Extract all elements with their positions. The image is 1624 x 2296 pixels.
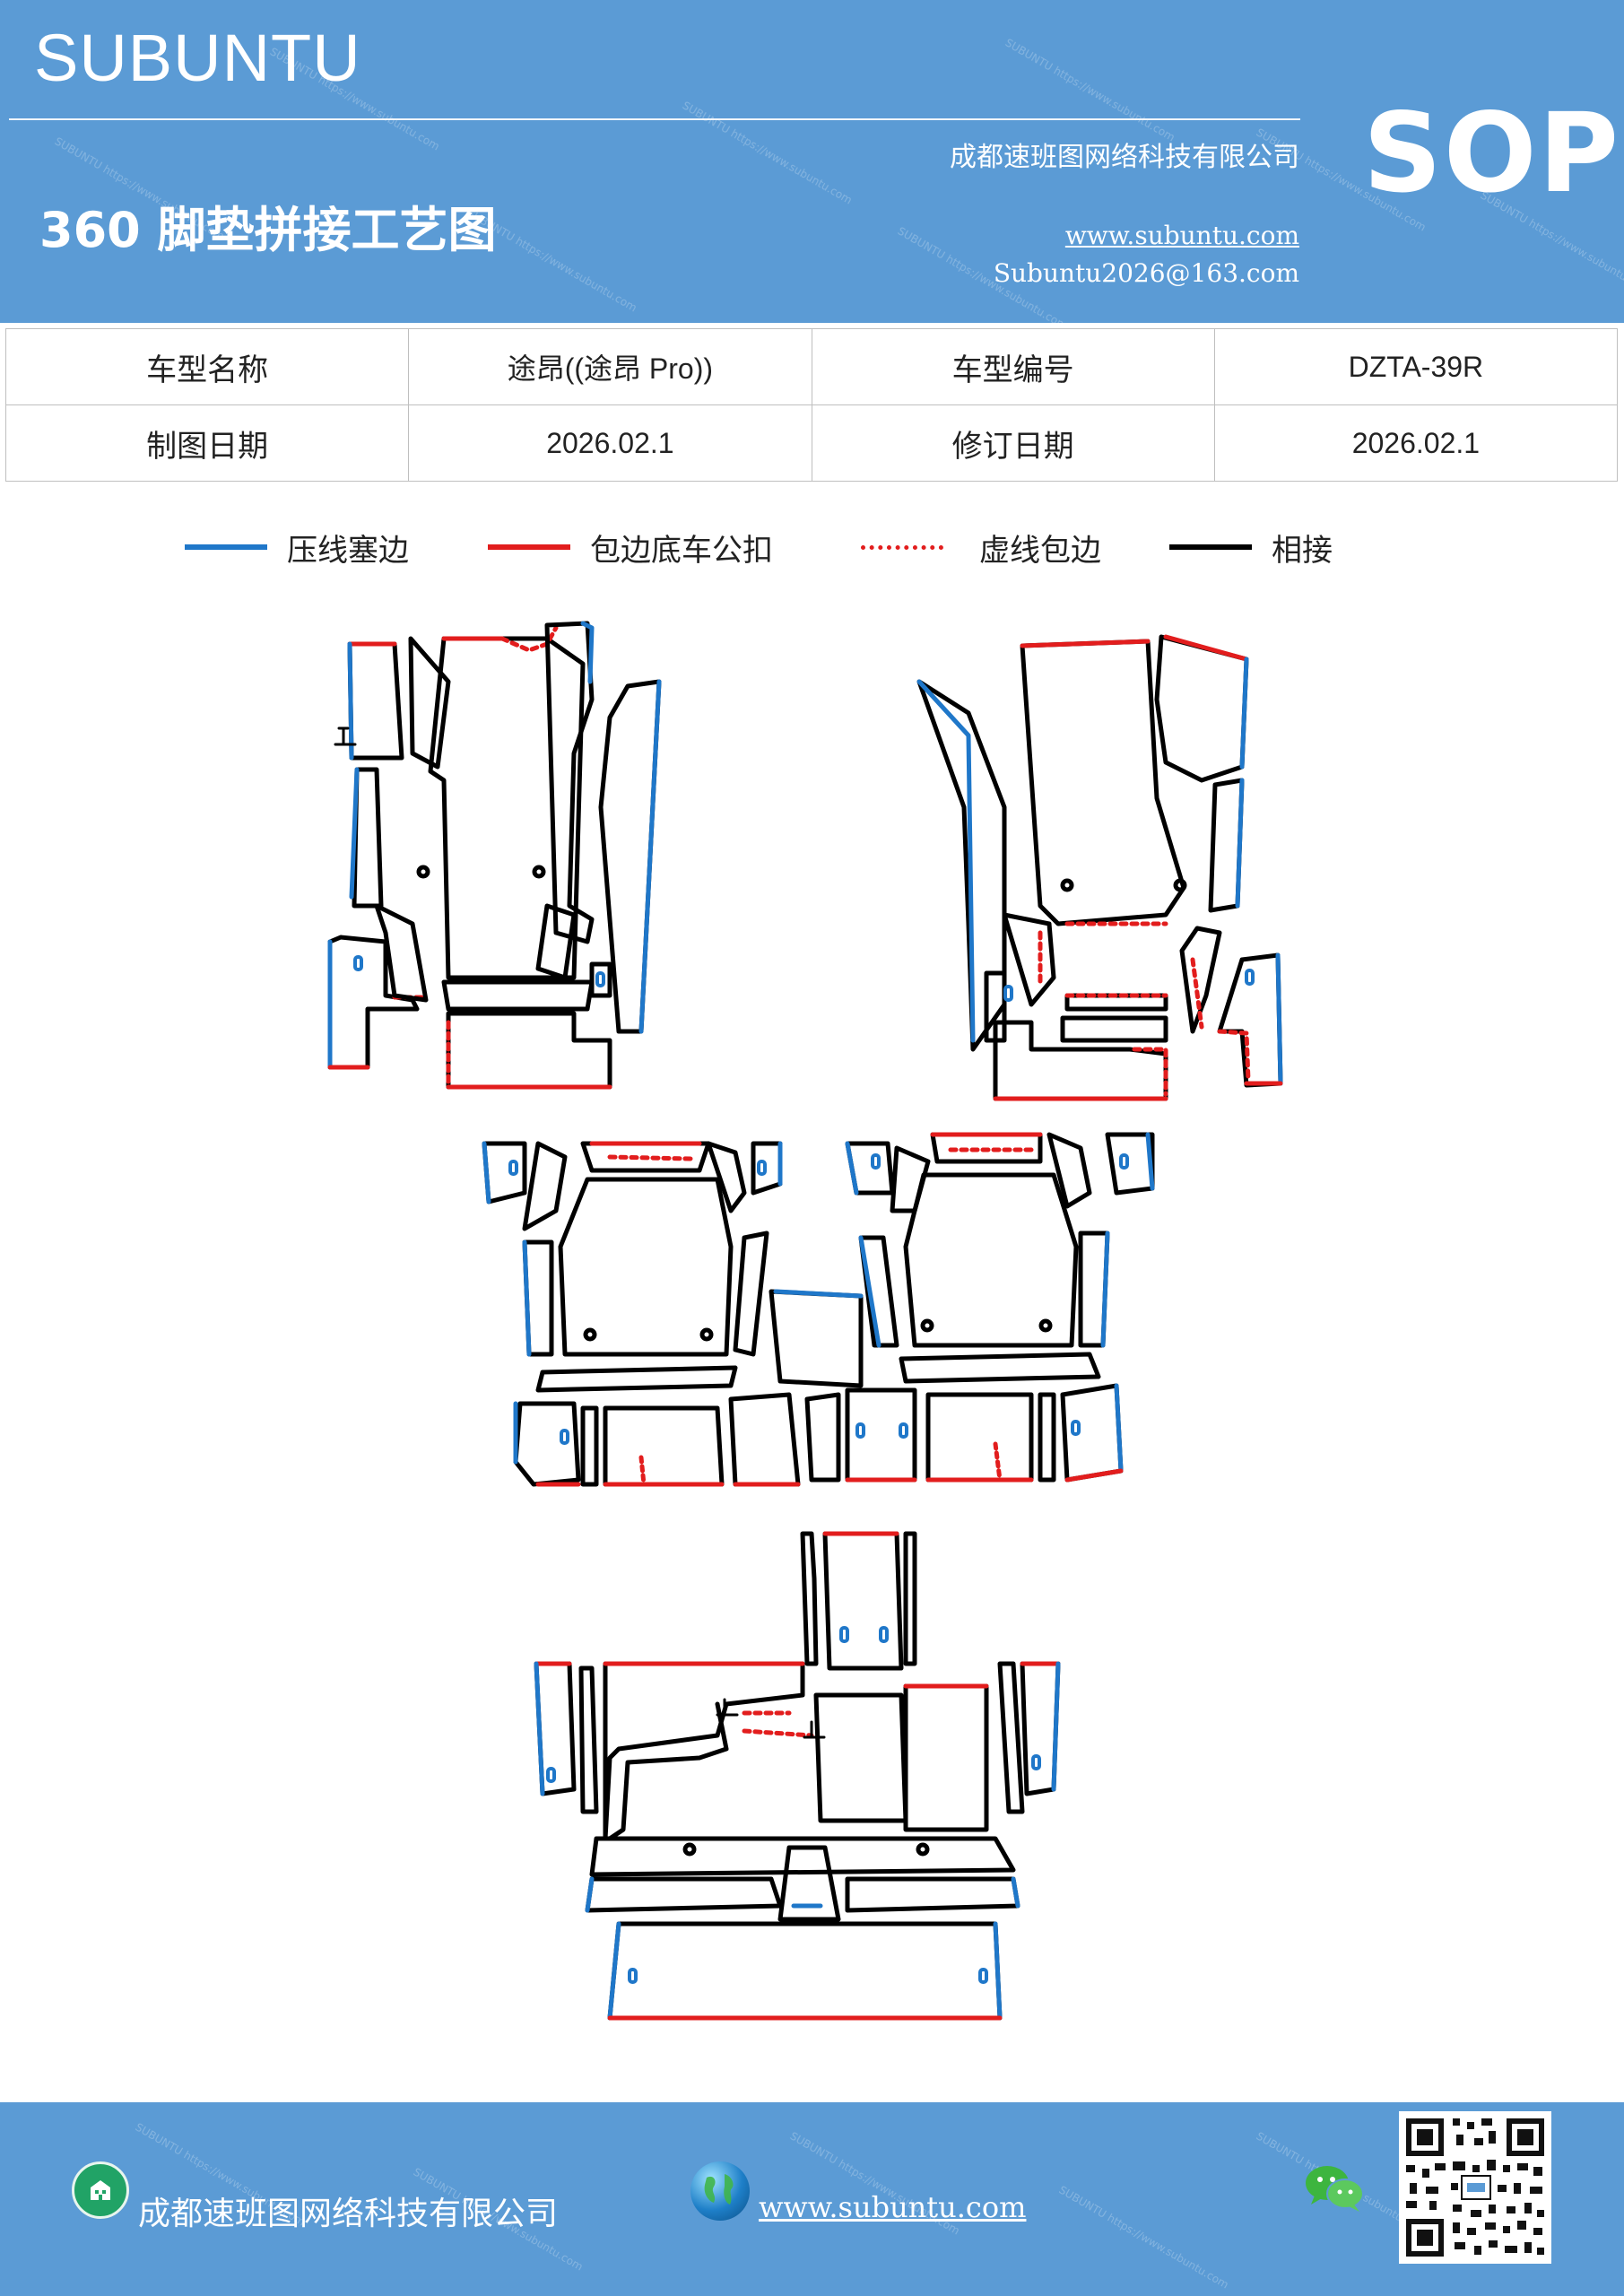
legend-item: 虚线包边: [861, 520, 1101, 574]
floor-mat-diagram: [327, 621, 1283, 2021]
footer-website-link[interactable]: www.subuntu.com: [759, 2190, 1027, 2224]
legend-label: 包边底车公扣: [590, 532, 773, 569]
legend-label: 相接: [1272, 532, 1333, 569]
legend-swatch-black: [1169, 544, 1252, 550]
table-value: 2026.02.1: [408, 404, 812, 482]
mat-group-front-left: [327, 621, 662, 1090]
header-divider: [9, 118, 1300, 120]
globe-icon: [690, 2161, 750, 2221]
table-row: 制图日期 2026.02.1 修订日期 2026.02.1: [4, 404, 1619, 482]
qr-code: [1399, 2111, 1551, 2264]
legend-label: 压线塞边: [287, 532, 409, 569]
legend-item: 压线塞边: [185, 520, 409, 574]
legend-item: 包边底车公扣: [488, 520, 773, 574]
page-title: 360 脚垫拼接工艺图: [39, 202, 497, 258]
footer-banner: SUBUNTU https://www.subuntu.com SUBUNTU …: [0, 2102, 1624, 2296]
doc-type-label: SOP: [1363, 90, 1620, 217]
mat-group-middle-row: [482, 1132, 1155, 1487]
legend-swatch-red: [488, 544, 570, 550]
table-value: 途昂((途昂 Pro)): [408, 328, 812, 405]
svg-text:SUBUNTU https://www.subuntu.co: SUBUNTU https://www.subuntu.com: [1057, 2183, 1231, 2291]
legend: 压线塞边 包边底车公扣 虚线包边 相接: [0, 520, 1624, 574]
mat-group-front-right: [916, 634, 1283, 1101]
header-website-link[interactable]: www.subuntu.com: [1064, 221, 1299, 250]
header-company: 成都速班图网络科技有限公司: [950, 142, 1299, 173]
vehicle-info-table: 车型名称 途昂((途昂 Pro)) 车型编号 DZTA-39R 制图日期 202…: [4, 328, 1619, 482]
legend-label: 虚线包边: [979, 532, 1101, 569]
table-label: 制图日期: [4, 404, 410, 482]
wechat-icon[interactable]: [1302, 2160, 1367, 2217]
table-label: 车型编号: [811, 328, 1215, 405]
table-row: 车型名称 途昂((途昂 Pro)) 车型编号 DZTA-39R: [4, 328, 1619, 405]
table-label: 车型名称: [4, 328, 410, 405]
building-icon: [72, 2161, 129, 2219]
legend-swatch-red-dotted: [861, 544, 943, 550]
table-value: 2026.02.1: [1213, 404, 1619, 482]
footer-company: 成都速班图网络科技有限公司: [138, 2196, 559, 2232]
table-label: 修订日期: [811, 404, 1215, 482]
header-email[interactable]: Subuntu2026@163.com: [993, 258, 1299, 288]
legend-item: 相接: [1169, 520, 1333, 574]
legend-swatch-blue: [185, 544, 267, 550]
mat-group-rear: [534, 1531, 1061, 2021]
brand-name: SUBUNTU: [34, 21, 361, 95]
